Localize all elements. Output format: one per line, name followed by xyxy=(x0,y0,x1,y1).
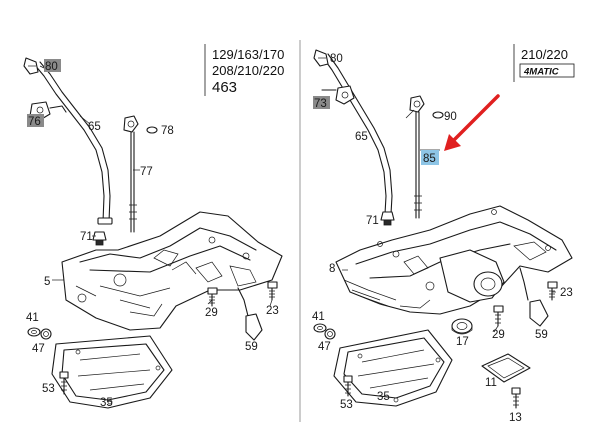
right-callout-65: 65 xyxy=(355,131,368,143)
right-callout-73: 73 xyxy=(314,98,327,110)
right-callout-41: 41 xyxy=(312,311,325,323)
left-model-line-1: 129/163/170 xyxy=(212,47,284,62)
right-seal-17 xyxy=(451,318,473,335)
left-model-box: 129/163/170 208/210/220 463 xyxy=(204,44,284,96)
left-dipstick-tube xyxy=(23,57,113,225)
right-bolt-53 xyxy=(343,375,353,397)
right-callout-80: 80 xyxy=(330,53,343,65)
right-callout-8: 8 xyxy=(329,263,335,275)
right-plug-71 xyxy=(380,211,395,226)
right-callout-23: 23 xyxy=(560,287,573,299)
left-callout-5: 5 xyxy=(44,276,50,288)
right-callout-35: 35 xyxy=(377,391,390,403)
right-model-line-1: 210/220 xyxy=(521,47,568,62)
left-callout-41: 41 xyxy=(26,312,39,324)
left-callout-77: 77 xyxy=(140,166,153,178)
left-callout-29: 29 xyxy=(205,307,218,319)
right-callout-85: 85 xyxy=(423,153,436,165)
left-lower-oil-pan xyxy=(51,335,173,409)
right-cover-plate-11 xyxy=(481,353,531,383)
right-strainer-59 xyxy=(519,267,549,327)
left-plug-71 xyxy=(92,231,107,246)
right-dipstick-tube xyxy=(313,49,393,215)
4matic-badge xyxy=(519,63,575,78)
right-callout-59: 59 xyxy=(535,329,548,341)
left-drain-parts xyxy=(27,327,52,340)
right-callout-47: 47 xyxy=(318,341,331,353)
left-upper-oil-pan xyxy=(61,211,283,331)
red-arrow-indicator xyxy=(444,94,500,151)
left-panel: 129/163/170 208/210/220 463 xyxy=(23,44,284,409)
left-callout-76: 76 xyxy=(28,116,41,128)
right-bolt-29 xyxy=(493,305,504,327)
right-dipstick xyxy=(409,95,444,219)
left-callout-78: 78 xyxy=(161,125,174,137)
left-callout-35: 35 xyxy=(100,397,113,409)
right-lower-oil-pan xyxy=(333,329,453,407)
right-drain-parts xyxy=(313,323,336,340)
left-callout-65: 65 xyxy=(88,121,101,133)
left-strainer-59 xyxy=(237,287,263,341)
right-callout-29: 29 xyxy=(492,329,505,341)
right-callout-71: 71 xyxy=(366,215,379,227)
left-bolt-29 xyxy=(207,287,218,307)
right-callout-17: 17 xyxy=(456,336,469,348)
right-bolt-13 xyxy=(511,387,521,409)
left-callout-23: 23 xyxy=(266,305,279,317)
right-callout-90: 90 xyxy=(444,111,457,123)
left-dipstick xyxy=(123,115,158,233)
right-callout-13: 13 xyxy=(509,412,522,424)
4matic-badge-text: 4MATIC xyxy=(523,67,559,78)
right-bolt-23 xyxy=(547,281,558,301)
right-upper-oil-pan xyxy=(335,205,573,315)
right-panel: 210/220 4MATIC xyxy=(312,44,575,424)
right-callout-53: 53 xyxy=(340,399,353,411)
left-model-line-2: 208/210/220 xyxy=(212,63,284,78)
right-callout-11: 11 xyxy=(485,377,497,389)
left-callout-71: 71 xyxy=(80,231,93,243)
left-callout-59: 59 xyxy=(245,341,258,353)
left-callout-80: 80 xyxy=(45,61,58,73)
left-callout-53: 53 xyxy=(42,383,55,395)
left-callout-47: 47 xyxy=(32,343,45,355)
left-model-code: 463 xyxy=(212,79,237,96)
left-bolt-23 xyxy=(267,281,278,301)
right-model-box: 210/220 4MATIC xyxy=(513,44,575,82)
left-bolt-53 xyxy=(59,371,69,395)
